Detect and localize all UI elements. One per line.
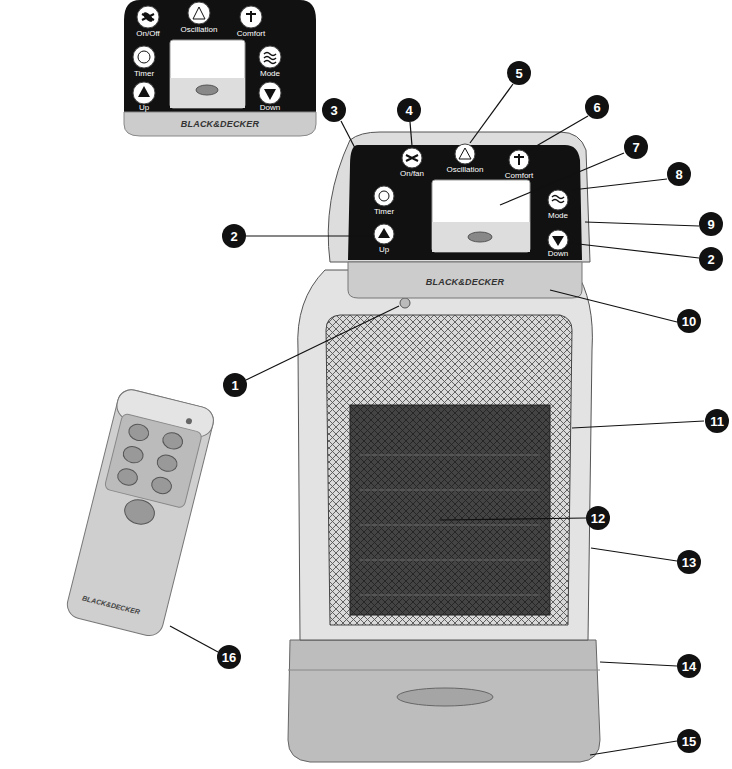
callout-number: 11: [710, 415, 724, 428]
callout-number: 14: [682, 660, 696, 673]
brand-logo: BLACK&DECKER: [181, 120, 259, 129]
callout-discs: [217, 61, 729, 753]
button-label: Timer: [374, 208, 394, 216]
button-label: Mode: [260, 70, 280, 78]
callout-number: 16: [222, 651, 236, 664]
callout-number: 1: [231, 379, 238, 392]
button-label: Up: [379, 246, 389, 254]
callout-number: 2: [230, 230, 237, 243]
button-label: Mode: [548, 212, 568, 220]
brand-logo: BLACK&DECKER: [426, 278, 504, 287]
button-label: On/Off: [136, 30, 159, 38]
inset-panel: [124, 0, 316, 136]
button-label: Down: [548, 250, 568, 258]
callout-number: 12: [591, 512, 605, 525]
button-label: Down: [260, 104, 280, 112]
callout-number: 2: [707, 253, 714, 266]
callout-number: 10: [682, 315, 696, 328]
remote-control: [64, 387, 216, 639]
callout-number: 6: [593, 101, 600, 114]
callout-number: 4: [405, 104, 412, 117]
callout-number: 13: [682, 556, 696, 569]
button-label: Comfort: [237, 30, 265, 38]
button-label: Oscillation: [447, 166, 484, 174]
button-label: Up: [139, 104, 149, 112]
button-label: Oscillation: [181, 26, 218, 34]
callout-number: 7: [632, 141, 639, 154]
control-panel: [142, 14, 590, 298]
heater-housing: [298, 270, 593, 640]
button-label: Timer: [134, 70, 154, 78]
callout-number: 15: [682, 735, 696, 748]
button-label: Comfort: [505, 172, 533, 180]
callout-number: 8: [675, 168, 682, 181]
leader-lines: [170, 84, 704, 755]
callout-number: 3: [330, 104, 337, 117]
callout-number: 5: [515, 67, 522, 80]
button-label: On/fan: [400, 170, 424, 178]
heater-base: [288, 640, 600, 762]
callout-number: 9: [707, 218, 714, 231]
